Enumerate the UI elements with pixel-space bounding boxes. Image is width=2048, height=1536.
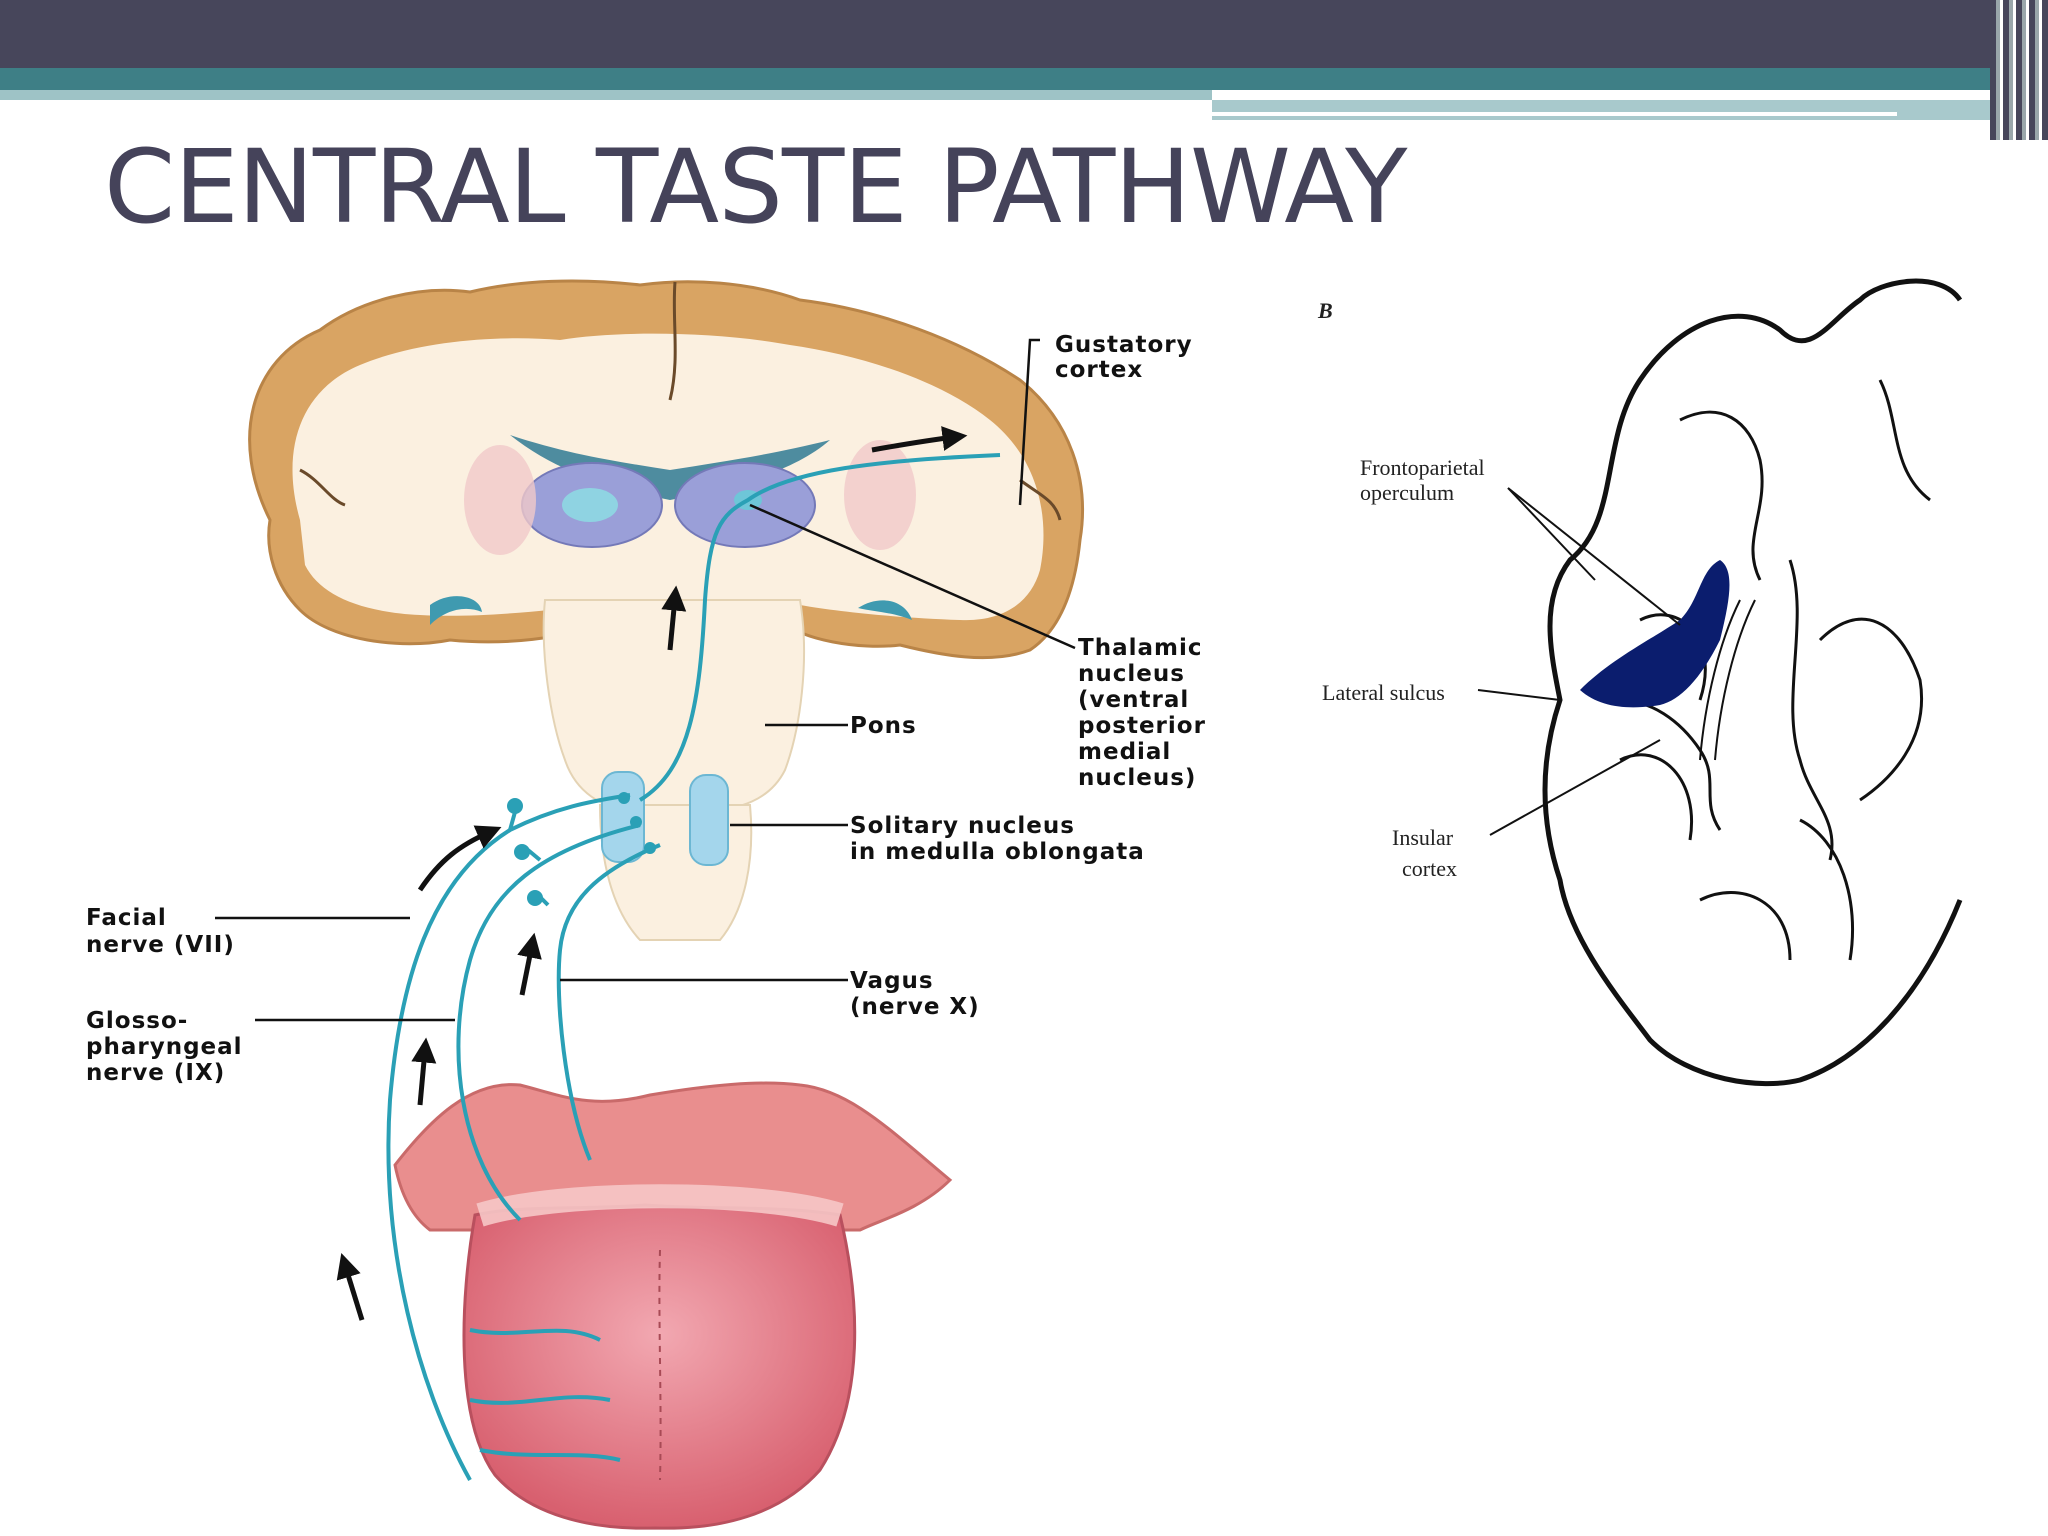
facial-branch [508, 811, 517, 831]
nerve-pathways [386, 453, 1001, 1481]
sulcus-right [1019, 478, 1062, 521]
papillae-band [476, 1184, 844, 1227]
vagus-nerve [556, 843, 661, 1161]
labels-diagram-b: Frontoparietal operculum Lateral sulcus … [1322, 455, 1485, 881]
label-facial: Facial [86, 905, 167, 931]
accent-band-light [0, 90, 1212, 100]
central-projection [638, 453, 1001, 802]
basal-ganglia-right [844, 440, 916, 550]
label-frontoparietal: Frontoparietal [1360, 455, 1485, 480]
label-frontoparietal: operculum [1360, 480, 1454, 505]
label-gustatory: cortex [1055, 357, 1143, 383]
insula-line [1699, 599, 1756, 761]
label-gustatory: Gustatory [1055, 332, 1193, 358]
label-insular: Insular [1392, 825, 1454, 850]
labels-diagram-a: Gustatory cortex Thalamic nucleus (ventr… [86, 332, 1206, 1086]
label-vagus: (nerve X) [850, 994, 980, 1020]
label-solitary: in medulla oblongata [850, 839, 1145, 865]
nerve-ganglia [507, 792, 656, 906]
glosso-branch [526, 848, 542, 862]
glossopharyngeal-nerve [456, 823, 641, 1222]
tongue-midline [658, 1249, 662, 1481]
accent-line [1212, 112, 1897, 116]
label-facial: nerve (VII) [86, 932, 235, 958]
title-bar-band [0, 0, 2048, 68]
tongue [393, 1081, 953, 1530]
label-thalamic: medial [1078, 739, 1171, 765]
hippocampus-right [858, 600, 912, 620]
label-glosso: nerve (IX) [86, 1060, 225, 1086]
hippocampus-left [430, 596, 482, 625]
label-solitary: Solitary nucleus [850, 813, 1075, 839]
panel-letter-b: B [1317, 298, 1333, 323]
accent-band [0, 68, 1990, 90]
lingual-branches [469, 1328, 621, 1462]
coronal-brain-section [248, 279, 1084, 941]
basal-ganglia-left [464, 445, 536, 555]
slide-title: CENTRAL TASTE PATHWAY [104, 128, 1407, 247]
label-glosso: Glosso- [86, 1008, 188, 1034]
label-thalamic: nucleus) [1078, 765, 1196, 791]
corner-stripes [1990, 0, 2048, 140]
label-thalamic: posterior [1078, 713, 1206, 739]
sulcus-left [299, 468, 346, 507]
label-thalamic: Thalamic [1078, 635, 1202, 661]
outer-cortex-outline [1542, 278, 1963, 1087]
label-glosso: pharyngeal [86, 1034, 243, 1060]
leader-lines-a [215, 338, 1076, 1022]
label-pons: Pons [850, 713, 917, 739]
label-thalamic: (ventral [1078, 687, 1189, 713]
label-vagus: Vagus [850, 968, 934, 994]
nucleus-left [562, 488, 618, 522]
label-insular: cortex [1402, 856, 1457, 881]
label-thalamic: nucleus [1078, 661, 1185, 687]
facial-nerve [386, 793, 631, 1481]
direction-arrows [336, 426, 968, 1321]
leader-lines-b [1477, 487, 1681, 836]
insular-cortex-highlight [1580, 560, 1730, 708]
longitudinal-fissure [668, 281, 677, 401]
solitary-nucleus-right [689, 774, 729, 866]
label-lateral-sulcus: Lateral sulcus [1322, 680, 1445, 705]
